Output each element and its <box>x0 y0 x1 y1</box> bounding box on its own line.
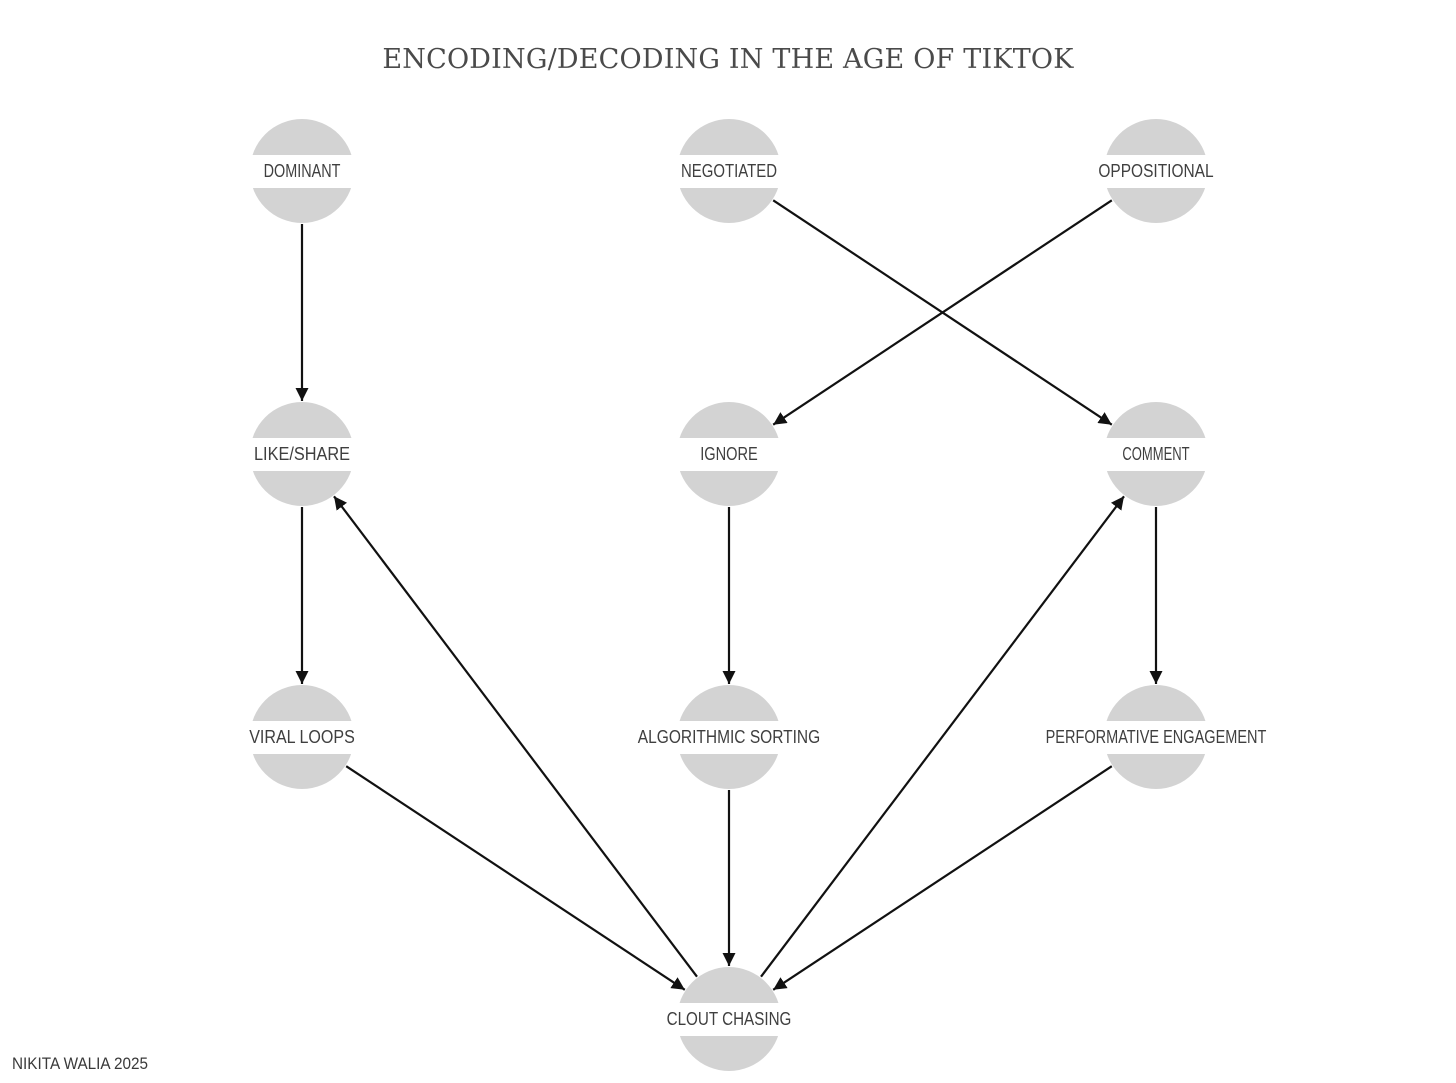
node-label-band <box>675 155 783 188</box>
node-like-share: LIKE/SHARE <box>248 402 356 506</box>
diagram-title: ENCODING/DECODING IN THE AGE OF TIKTOK <box>382 44 1074 75</box>
node-dominant: DOMINANT <box>248 119 356 223</box>
node-label-band <box>1102 721 1210 754</box>
node-label-band <box>248 438 356 471</box>
node-label-band <box>1102 438 1210 471</box>
node-oppositional: OPPOSITIONAL <box>1098 119 1214 223</box>
node-label: CLOUT CHASING <box>667 1009 792 1029</box>
node-label: IGNORE <box>700 444 758 464</box>
node-ignore: IGNORE <box>675 402 783 506</box>
node-label-band <box>675 438 783 471</box>
node-label: COMMENT <box>1122 444 1189 464</box>
node-algorithmic-sorting: ALGORITHMIC SORTING <box>638 685 820 789</box>
edge-viral-loops-to-clout-chasing <box>345 765 686 991</box>
node-label: PERFORMATIVE ENGAGEMENT <box>1046 727 1267 747</box>
node-label-band <box>675 1003 783 1036</box>
node-label-band <box>1102 155 1210 188</box>
edge-clout-chasing-to-comment <box>760 495 1125 978</box>
node-comment: COMMENT <box>1102 402 1210 506</box>
node-label-band <box>248 721 356 754</box>
edge-performative-engagement-to-clout-chasing <box>772 765 1113 991</box>
nodes-layer: DOMINANT NEGOTIATED OPPOSITIONAL LIKE/SHARE… <box>248 119 1266 1071</box>
node-label: OPPOSITIONAL <box>1098 161 1213 181</box>
edge-oppositional-to-ignore <box>772 199 1113 426</box>
node-viral-loops: VIRAL LOOPS <box>248 685 356 789</box>
edges-layer <box>295 199 1163 991</box>
node-clout-chasing: CLOUT CHASING <box>667 967 792 1071</box>
node-label: ALGORITHMIC SORTING <box>638 727 820 747</box>
node-label: NEGOTIATED <box>681 161 777 181</box>
author-credit: NIKITA WALIA 2025 <box>12 1054 149 1073</box>
node-label-band <box>248 155 356 188</box>
node-label: LIKE/SHARE <box>254 444 350 464</box>
node-negotiated: NEGOTIATED <box>675 119 783 223</box>
edge-clout-chasing-to-like-share <box>333 495 698 978</box>
node-label: VIRAL LOOPS <box>249 727 355 747</box>
node-label: DOMINANT <box>264 161 341 181</box>
node-label-band <box>675 721 783 754</box>
node-performative-engagement: PERFORMATIVE ENGAGEMENT <box>1046 685 1267 789</box>
